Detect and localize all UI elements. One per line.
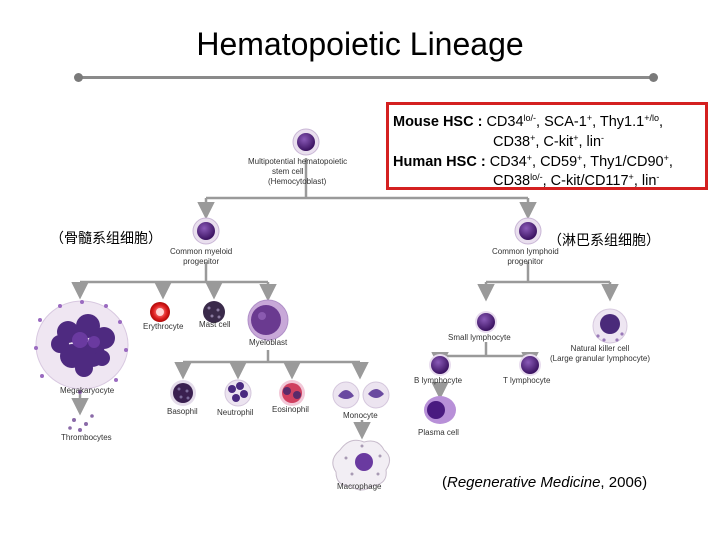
myeloid-progenitor-label: Common myeloid progenitor: [170, 247, 232, 267]
mouse-hsc-label: Mouse HSC :: [393, 114, 483, 130]
small-lymphocyte-icon: [475, 311, 497, 333]
marker-text: ,: [658, 114, 663, 130]
lymphoid-lineage-cn-label: （淋巴系组细胞）: [548, 232, 660, 248]
mast-cell-icon: [203, 301, 225, 323]
marker-sup: +: [663, 153, 669, 163]
divider-end-dot: [74, 73, 83, 82]
label-line: (Hemocytoblast): [268, 177, 327, 186]
lymphoid-progenitor-label: Common lymphoid progenitor: [492, 247, 559, 267]
marker-text: , SCA-1: [536, 114, 587, 130]
mouse-hsc-line1: Mouse HSC : CD34lo/-, SCA-1+, Thy1.1+/lo…: [393, 113, 663, 130]
marker-sup: +: [530, 133, 536, 143]
megakaryocyte-label: Megakaryocyte: [60, 386, 115, 395]
marker-sup: +: [526, 153, 533, 163]
basophil-label: Basophil: [167, 407, 198, 416]
myeloblast-label: Myeloblast: [249, 338, 288, 347]
marker-text: ,: [668, 154, 673, 170]
marker-sup: +: [586, 113, 593, 123]
macrophage-icon: [332, 439, 390, 491]
human-hsc-label: Human HSC :: [393, 154, 486, 170]
stem-cell-icon: [292, 128, 320, 156]
erythrocyte-label: Erythrocyte: [143, 322, 184, 331]
marker-text: , Thy1/CD90: [582, 154, 664, 170]
label-line: Multipotential hematopoietic: [248, 157, 348, 166]
marker-sup: lo/-: [530, 172, 543, 182]
human-hsc-line2: CD38lo/-, C-kit/CD117+, lin-: [493, 172, 660, 189]
macrophage-label: Macrophage: [337, 482, 382, 491]
marker-text: , C-kit/CD117: [542, 173, 629, 189]
marker-sup: +/lo: [644, 113, 659, 123]
marker-text: CD34: [486, 114, 524, 130]
marker-sup: -: [656, 172, 660, 182]
lineage-arrows: [71, 158, 619, 440]
label-line: Common myeloid: [170, 247, 233, 256]
label-line: (Large granular lymphocyte): [550, 354, 651, 363]
lymphoid-progenitor-icon: [514, 217, 542, 245]
b-lymphocyte-icon: [429, 354, 451, 376]
myeloid-lineage-cn-label: （骨髓系组细胞）: [50, 230, 162, 246]
citation-source: Regenerative Medicine: [447, 474, 601, 491]
erythrocyte-icon: [150, 302, 170, 322]
eosinophil-icon: [279, 380, 305, 406]
mast-cell-label: Mast cell: [199, 320, 231, 329]
citation-year: , 2006): [600, 474, 648, 491]
marker-sup: +: [628, 172, 634, 182]
divider-end-dot: [649, 73, 658, 82]
human-hsc-line1: Human HSC : CD34+, CD59+, Thy1/CD90+,: [393, 153, 673, 170]
thrombocytes-icon: [68, 414, 94, 432]
label-line: progenitor: [507, 257, 544, 266]
marker-sup: lo/-: [523, 113, 537, 123]
hsc-marker-box: Mouse HSC : CD34lo/-, SCA-1+, Thy1.1+/lo…: [386, 102, 708, 190]
neutrophil-icon: [224, 379, 252, 407]
label-line: Common lymphoid: [492, 247, 559, 256]
t-lymphocyte-icon: [519, 354, 541, 376]
marker-sup: +: [577, 153, 583, 163]
nk-cell-label: Natural killer cell (Large granular lymp…: [550, 344, 650, 364]
page-title: Hematopoietic Lineage: [196, 26, 524, 62]
citation: (Regenerative Medicine, 2006): [442, 474, 647, 491]
monocyte-icon: [332, 381, 390, 409]
marker-text: , Thy1.1: [592, 114, 645, 130]
plasma-cell-label: Plasma cell: [418, 428, 459, 437]
stem-cell-label: Multipotential hematopoietic stem cell (…: [248, 157, 347, 187]
nk-cell-icon: [592, 308, 628, 344]
marker-text: CD38: [493, 134, 531, 150]
title-divider: [74, 73, 658, 82]
t-lymphocyte-label: T lymphocyte: [503, 376, 551, 385]
marker-text: , CD59: [532, 154, 578, 170]
marker-sup: +: [573, 133, 579, 143]
small-lymphocyte-label: Small lymphocyte: [448, 333, 511, 342]
neutrophil-label: Neutrophil: [217, 408, 254, 417]
marker-sup: -: [601, 133, 605, 143]
megakaryocyte-icon: [34, 300, 129, 394]
mouse-hsc-line2: CD38+, C-kit+, lin-: [493, 133, 605, 150]
marker-text: , lin: [578, 134, 602, 150]
marker-text: CD34: [489, 154, 527, 170]
marker-text: CD38: [493, 173, 531, 189]
label-line: progenitor: [183, 257, 220, 266]
plasma-cell-icon: [424, 396, 456, 424]
label-line: stem cell: [272, 167, 304, 176]
myeloblast-icon: [247, 299, 289, 341]
thrombocytes-label: Thrombocytes: [61, 433, 112, 442]
eosinophil-label: Eosinophil: [272, 405, 309, 414]
marker-text: , C-kit: [535, 134, 574, 150]
citation-open: (: [442, 474, 447, 491]
label-line: Natural killer cell: [570, 344, 630, 353]
myeloid-progenitor-icon: [192, 217, 220, 245]
basophil-icon: [170, 380, 196, 406]
monocyte-label: Monocyte: [343, 411, 378, 420]
b-lymphocyte-label: B lymphocyte: [414, 376, 463, 385]
marker-text: , lin: [633, 173, 657, 189]
